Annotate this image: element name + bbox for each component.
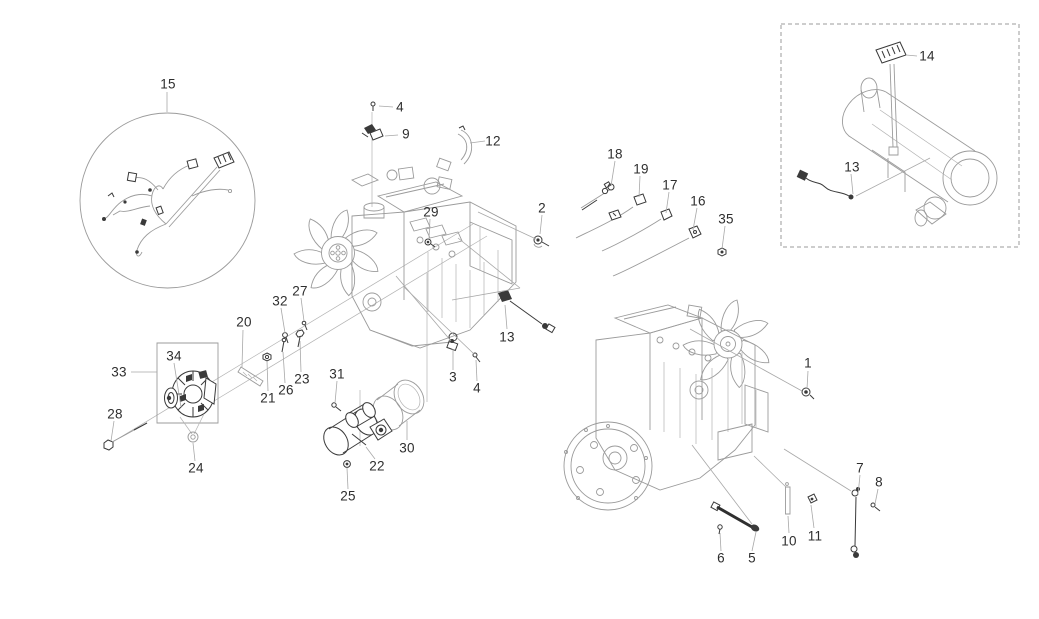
callout-16: 16: [690, 193, 706, 209]
center-engine-small-parts: [362, 102, 555, 362]
callout-22: 22: [369, 458, 385, 474]
callout-25: 25: [340, 488, 356, 504]
callout-19: 19: [633, 161, 649, 177]
callout-14: 14: [919, 48, 935, 64]
callout-28: 28: [107, 406, 123, 422]
harness-detail-circle: [80, 113, 255, 288]
callout-11: 11: [807, 528, 823, 544]
muffler-detail-box: [781, 24, 1019, 247]
leader-lines: [111, 55, 930, 551]
callout-1: 1: [804, 355, 812, 371]
callout-13b: 13: [499, 329, 515, 345]
callout-29: 29: [423, 204, 439, 220]
alternator-group: [104, 321, 307, 450]
callout-32: 32: [272, 293, 288, 309]
callout-15: 15: [160, 76, 176, 92]
callout-27: 27: [292, 283, 308, 299]
callout-20: 20: [236, 314, 252, 330]
callout-24: 24: [188, 460, 204, 476]
callout-12: 12: [485, 133, 501, 149]
callout-23: 23: [294, 371, 310, 387]
callout-33: 33: [111, 364, 127, 380]
callout-35: 35: [718, 211, 734, 227]
callout-3: 3: [449, 369, 457, 385]
callout-17: 17: [662, 177, 678, 193]
callout-34: 34: [166, 348, 182, 364]
callout-2: 2: [538, 200, 546, 216]
right-engine-small-parts: [711, 388, 880, 558]
callout-7: 7: [856, 460, 864, 476]
callout-4: 4: [396, 99, 404, 115]
callout-31: 31: [329, 366, 345, 382]
callout-30: 30: [399, 440, 415, 456]
starter-group: [319, 273, 430, 467]
callout-9: 9: [402, 126, 410, 142]
callout-26: 26: [278, 382, 294, 398]
callout-18: 18: [607, 146, 623, 162]
callout-4b: 4: [473, 380, 481, 396]
center-engine-drawing: [294, 112, 516, 348]
right-engine-drawing: [564, 300, 772, 510]
callout-10: 10: [781, 533, 797, 549]
cable-ties-group: [576, 182, 726, 276]
callout-5: 5: [748, 550, 756, 566]
callout-13: 13: [844, 159, 860, 175]
callout-6: 6: [717, 550, 725, 566]
callout-21: 21: [260, 390, 276, 406]
callout-8: 8: [875, 474, 883, 490]
